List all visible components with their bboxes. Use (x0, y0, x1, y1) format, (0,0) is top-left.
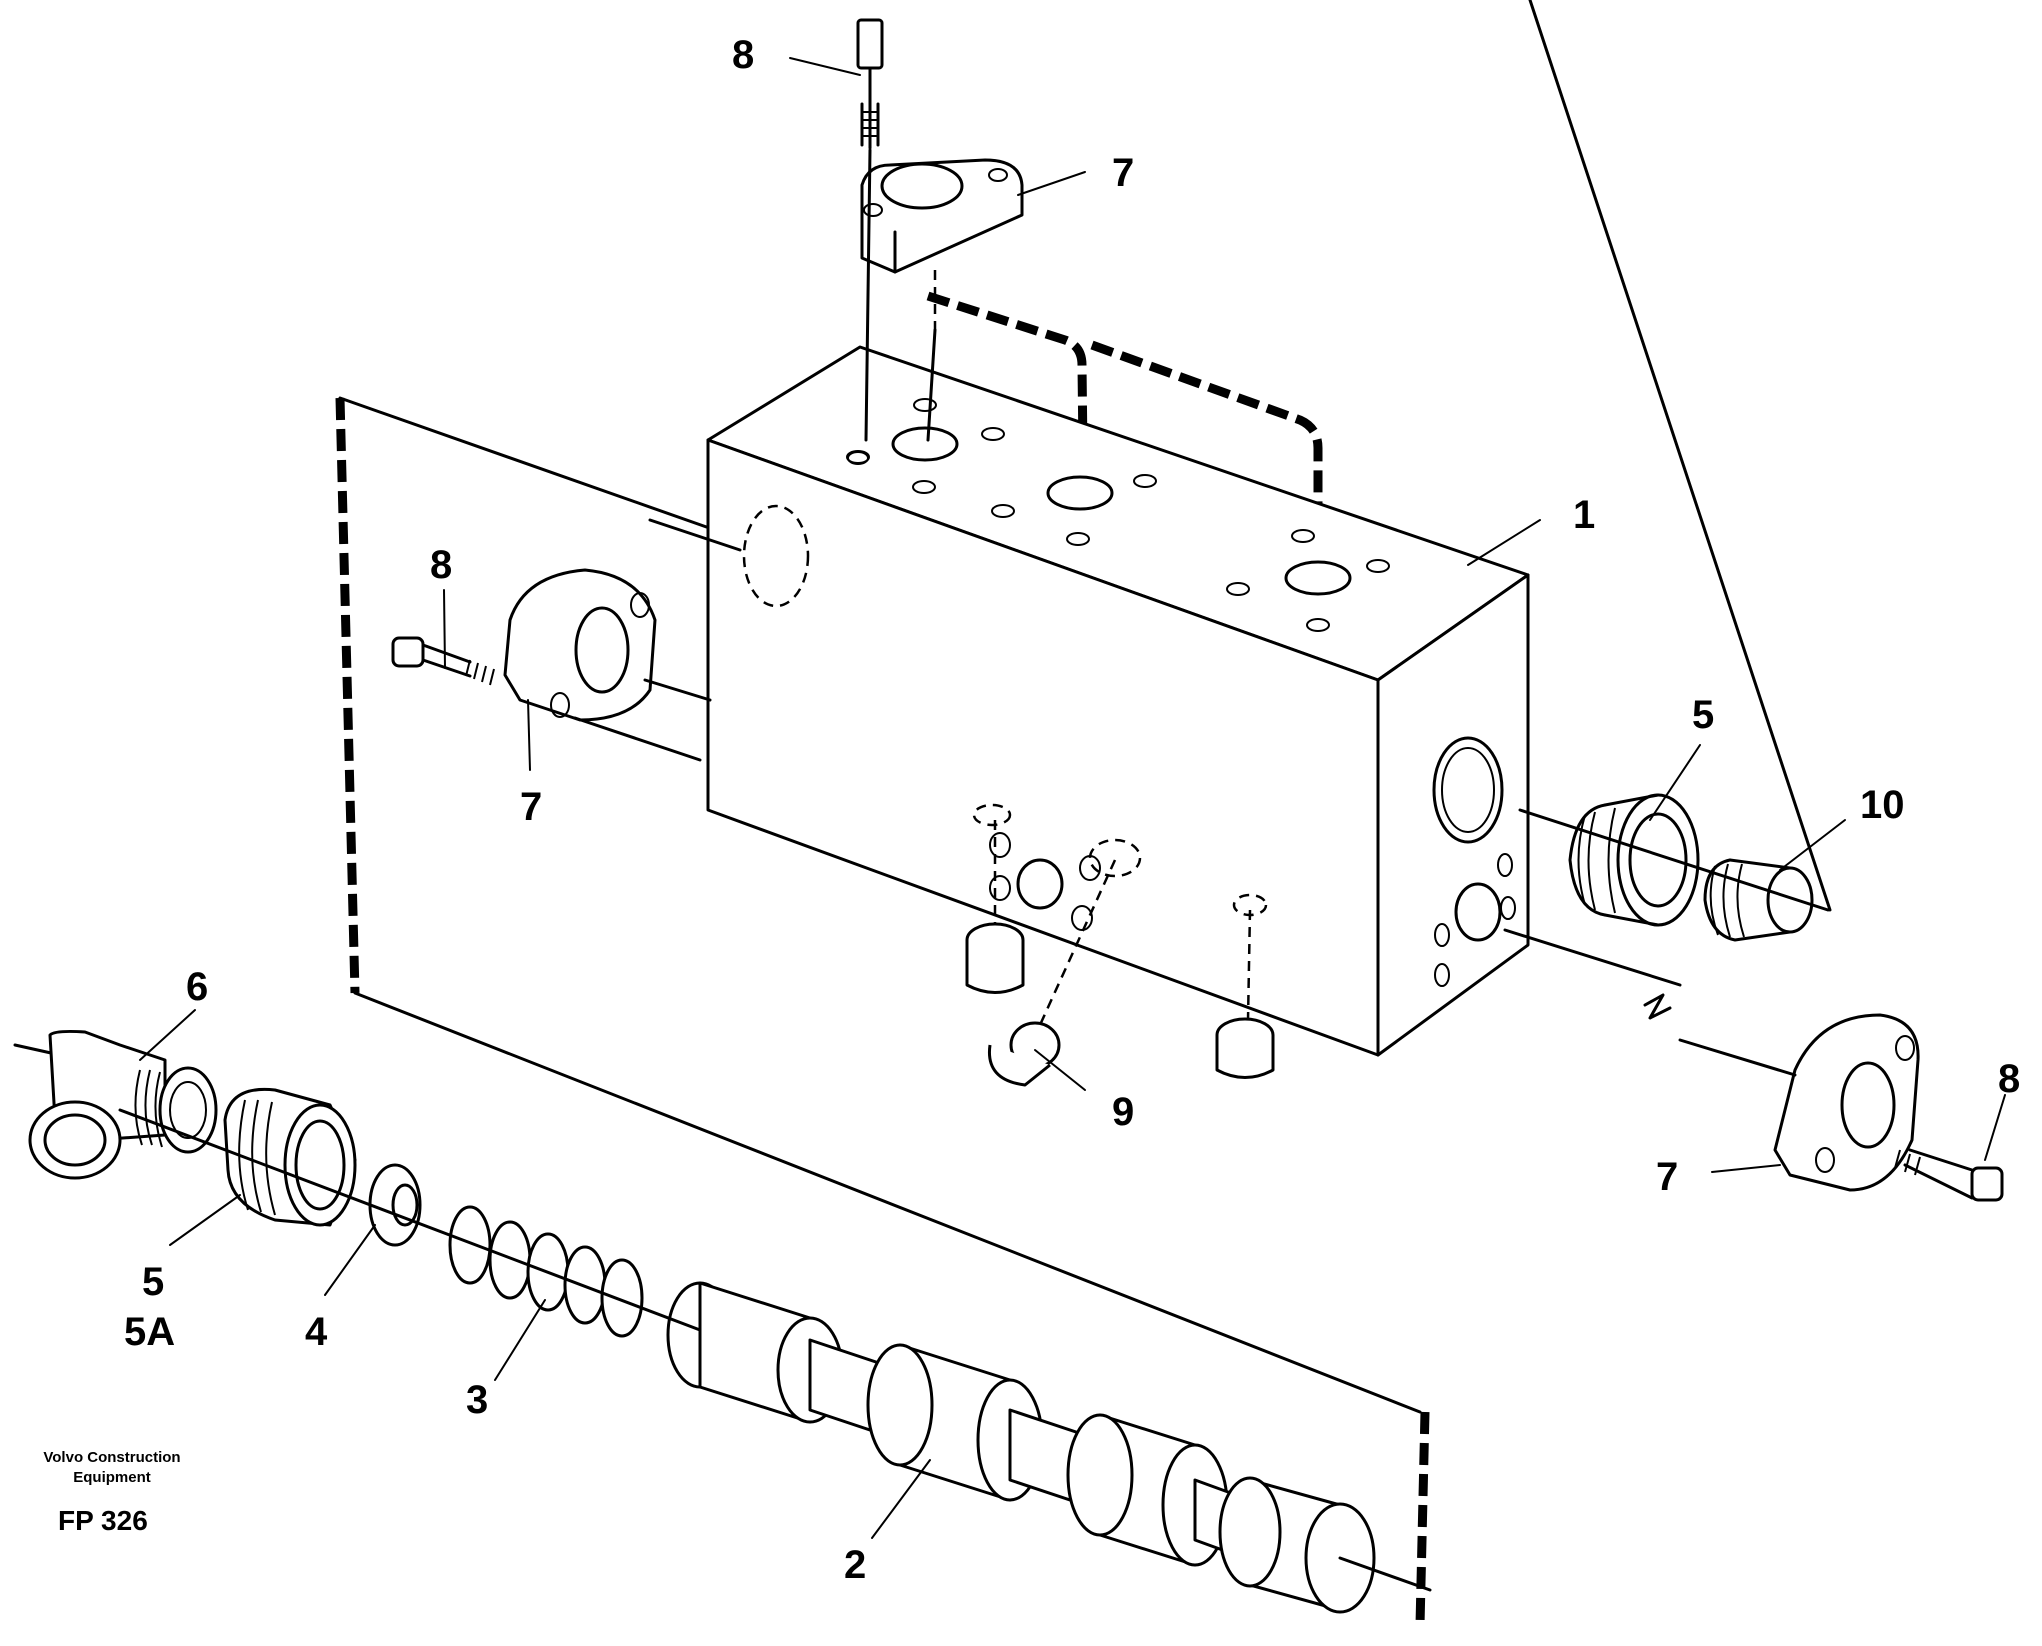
callout-6: 6 (186, 965, 208, 1009)
callout-2: 2 (844, 1543, 866, 1587)
tee-fitting (13, 1029, 218, 1180)
plugs (965, 820, 1275, 1087)
washer (368, 1163, 422, 1247)
right-flange (1678, 1013, 1920, 1192)
left-flange (503, 568, 712, 762)
callout-10: 10 (1860, 783, 1905, 827)
callout-5a: 5A (124, 1310, 175, 1354)
callout-8-left: 8 (430, 543, 452, 587)
left-screw (391, 636, 495, 686)
spool-axis (118, 1108, 702, 1332)
callout-4: 4 (305, 1310, 328, 1354)
right-adapter (1568, 793, 1700, 927)
callout-7-right: 7 (1656, 1155, 1678, 1199)
right-nipple (1528, 0, 1832, 942)
right-screw (1894, 1148, 2004, 1202)
leader-lines (139, 57, 2006, 1539)
right-axis (1518, 808, 1830, 912)
left-adapter (223, 1087, 357, 1227)
callout-9: 9 (1112, 1090, 1134, 1134)
callout-5-right: 5 (1692, 693, 1714, 737)
top-flange (860, 158, 1024, 442)
callout-8-right: 8 (1998, 1057, 2020, 1101)
right-axis-lower (1503, 928, 1682, 987)
callout-7-left: 7 (520, 785, 542, 829)
callout-5-left: 5 (142, 1260, 164, 1304)
callout-1: 1 (1573, 493, 1595, 537)
callout-7-top: 7 (1112, 151, 1134, 195)
callout-8-top: 8 (732, 33, 754, 77)
top-screw (847, 18, 884, 465)
assembly-boundary (335, 291, 1672, 1626)
figure-id: FP 326 (58, 1505, 148, 1536)
callout-3: 3 (466, 1378, 488, 1422)
valve-block (648, 345, 1530, 1057)
brand-line-2: Equipment (73, 1469, 151, 1486)
brand-line-1: Volvo Construction (43, 1449, 180, 1466)
spool (666, 1281, 1432, 1614)
